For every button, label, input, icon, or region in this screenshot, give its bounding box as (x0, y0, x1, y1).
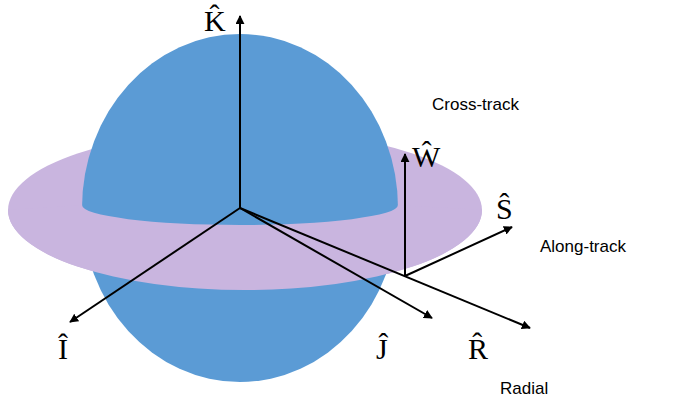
axis-symbol: R̂ (468, 334, 488, 364)
axis-name: Radial (500, 380, 548, 397)
axis-symbol: Ŵ (412, 142, 440, 172)
axis-name: Along-track (540, 238, 626, 255)
axis-symbol: Î (58, 334, 68, 364)
along-track-axis (405, 227, 512, 276)
axis-symbol: K̂ (204, 6, 226, 36)
radial-axis (240, 208, 530, 328)
orbital-plane-front (8, 205, 482, 290)
cross-track-axis (404, 154, 406, 276)
axis-symbol: Ĵ (376, 334, 388, 364)
axis-symbol: Ŝ (496, 194, 513, 224)
j-axis (240, 208, 432, 318)
k-axis (239, 16, 241, 208)
i-axis (70, 208, 240, 322)
axis-name: Cross-track (432, 96, 519, 113)
